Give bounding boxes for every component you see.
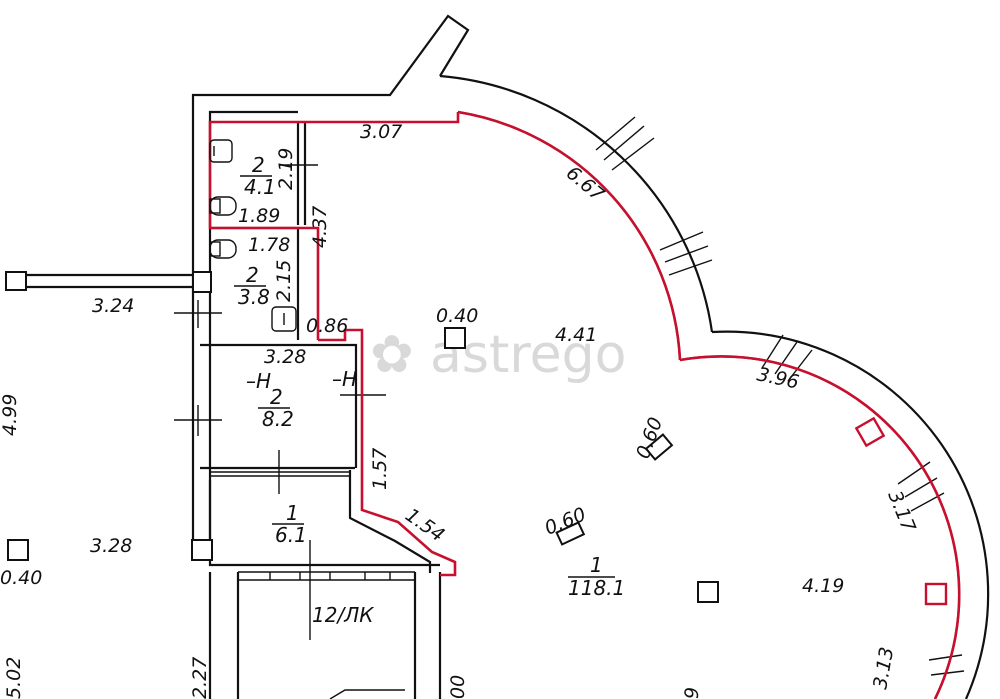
- dimension-label: 3.13: [869, 645, 898, 690]
- sink-icon: [271, 306, 297, 332]
- dimension-label: 1.78: [248, 234, 290, 256]
- toilet-icon: [209, 239, 237, 259]
- room-area: 6.1: [275, 523, 307, 547]
- room-number: 2: [252, 153, 265, 177]
- dimension-label: 5.02: [3, 657, 25, 699]
- dimension-label: 3.24: [92, 295, 134, 317]
- room-labels: 2 4.1 2 3.8 2 8.2 1 6.1 1 118.1 12/ЛК –Н…: [234, 153, 625, 627]
- dimension-label: 0.40: [436, 305, 478, 327]
- room-area: 4.1: [244, 175, 276, 199]
- left-wall-stub: [5, 271, 212, 293]
- dimension-label: 3.07: [360, 121, 402, 143]
- sanitary-fixtures: [209, 139, 297, 332]
- dimension-label: 0.86: [306, 315, 348, 337]
- room-area: 8.2: [262, 407, 294, 431]
- dimension-label: 00: [447, 675, 469, 699]
- dimension-label: 2.27: [189, 657, 211, 699]
- h-mark-right: –Н: [332, 367, 357, 391]
- dimension-label: 4.19: [802, 575, 844, 597]
- dimension-label: 3.17: [883, 488, 919, 535]
- room-area: 118.1: [568, 576, 625, 600]
- dimension-label: 6.67: [562, 162, 609, 206]
- dimension-label: 9: [681, 687, 703, 699]
- stair-label: 12/ЛК: [312, 603, 374, 627]
- dimension-label: 2.19: [275, 148, 297, 190]
- watermark-flower-icon: ✿: [370, 325, 414, 385]
- room-area: 3.8: [238, 285, 270, 309]
- toilet-icon: [209, 139, 233, 163]
- dimension-label: 2.15: [273, 260, 295, 302]
- dimension-label: 3.28: [90, 535, 132, 557]
- room-number: 1: [286, 501, 299, 525]
- room-number: 2: [270, 385, 283, 409]
- interior-walls: [174, 122, 442, 699]
- premises-boundary: [208, 110, 961, 699]
- columns: [7, 327, 719, 603]
- dimension-label: 4.99: [0, 394, 21, 436]
- dimension-labels: 3.07 6.67 2.19 4.37 1.89 1.78 2.15 3.24 …: [0, 121, 920, 699]
- dimension-label: 1.89: [238, 205, 280, 227]
- room-number: 1: [590, 553, 603, 577]
- room-number: 2: [246, 263, 259, 287]
- dimension-label: 4.41: [555, 324, 597, 346]
- dimension-label: 3.28: [264, 346, 306, 368]
- toilet-icon: [209, 196, 237, 216]
- dimension-label: 0.40: [0, 567, 42, 589]
- dimension-label: 1.57: [369, 448, 391, 490]
- dimension-label: 4.37: [309, 206, 331, 248]
- dimension-label: 1.54: [401, 504, 448, 546]
- h-mark-left: –Н: [246, 369, 271, 393]
